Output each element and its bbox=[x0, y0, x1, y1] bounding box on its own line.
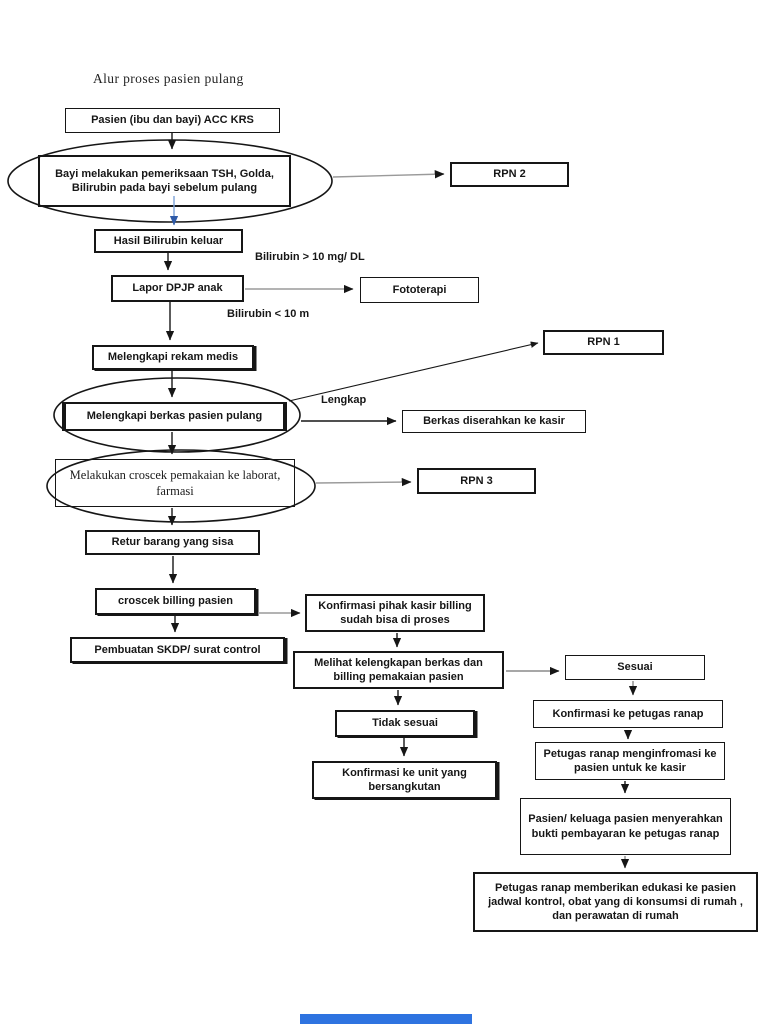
node-konfirmasi-ranap: Konfirmasi ke petugas ranap bbox=[533, 700, 723, 728]
node-rekam-medis: Melengkapi rekam medis bbox=[92, 345, 254, 370]
node-skdp-surat-control: Pembuatan SKDP/ surat control bbox=[70, 637, 285, 663]
arrow-ellipse-to-rpn2 bbox=[332, 170, 445, 179]
node-bukti-pembayaran: Pasien/ keluaga pasien menyerahkan bukti… bbox=[520, 798, 731, 855]
arrow-croscek-to-rpn3 bbox=[315, 477, 412, 487]
page-title: Alur proses pasien pulang bbox=[93, 71, 244, 86]
arrow-berkas-to-rpn1 bbox=[288, 341, 539, 402]
node-pemeriksaan-bayi: Bayi melakukan pemeriksaan TSH, Golda, B… bbox=[38, 155, 291, 207]
label-bilirubin-rendah: Bilirubin < 10 m bbox=[227, 308, 310, 320]
label-lengkap: Lengkap bbox=[321, 394, 367, 406]
node-berkas-kasir: Berkas diserahkan ke kasir bbox=[402, 410, 586, 433]
node-rpn-1: RPN 1 bbox=[543, 330, 664, 355]
node-konfirmasi-unit: Konfirmasi ke unit yang bersangkutan bbox=[312, 761, 497, 799]
node-fototerapi: Fototerapi bbox=[360, 277, 479, 303]
node-berkas-pulang: Melengkapi berkas pasien pulang bbox=[62, 402, 287, 431]
node-rpn-3: RPN 3 bbox=[417, 468, 536, 494]
node-melihat-kelengkapan: Melihat kelengkapan berkas dan billing p… bbox=[293, 651, 504, 689]
node-croscek-billing: croscek billing pasien bbox=[95, 588, 256, 615]
node-croscek-pemakaian: Melakukan croscek pemakaian ke laborat, … bbox=[55, 459, 295, 507]
node-retur-barang: Retur barang yang sisa bbox=[85, 530, 260, 555]
label-bilirubin-tinggi: Bilirubin > 10 mg/ DL bbox=[255, 251, 365, 263]
node-edukasi-pasien: Petugas ranap memberikan edukasi ke pasi… bbox=[473, 872, 758, 932]
node-rpn-2: RPN 2 bbox=[450, 162, 569, 187]
page-break-bar bbox=[300, 1014, 472, 1024]
node-pasien-acc-krs: Pasien (ibu dan bayi) ACC KRS bbox=[65, 108, 280, 133]
node-hasil-bilirubin: Hasil Bilirubin keluar bbox=[94, 229, 243, 253]
node-konfirmasi-kasir: Konfirmasi pihak kasir billing sudah bis… bbox=[305, 594, 485, 632]
node-sesuai: Sesuai bbox=[565, 655, 705, 680]
node-menginformasi-kasir: Petugas ranap menginfromasi ke pasien un… bbox=[535, 742, 725, 780]
node-lapor-dpjp: Lapor DPJP anak bbox=[111, 275, 244, 302]
node-tidak-sesuai: Tidak sesuai bbox=[335, 710, 475, 737]
